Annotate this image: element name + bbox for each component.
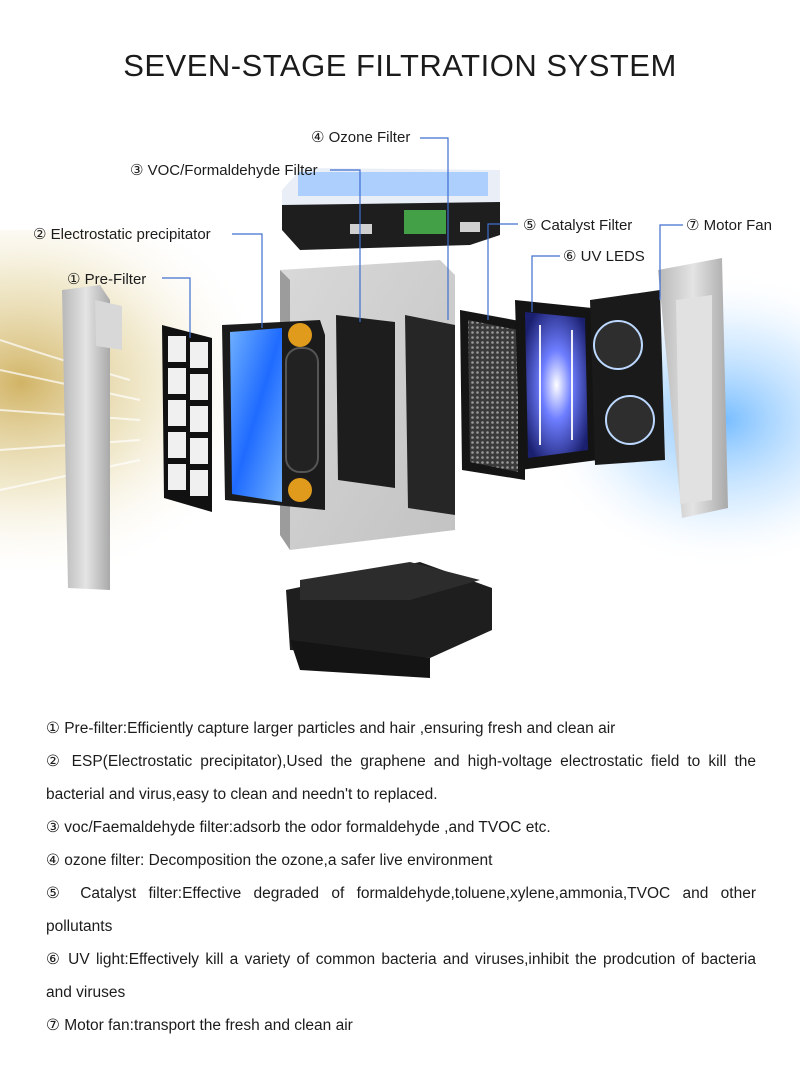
- esp-module: [222, 320, 325, 510]
- description-item: ③ voc/Faemaldehyde filter:adsorb the odo…: [46, 819, 551, 836]
- description-item: ④ ozone filter: Decomposition the ozone,…: [46, 852, 493, 869]
- catalyst-filter: [460, 310, 525, 480]
- description-list: ① Pre-filter:Efficiently capture larger …: [46, 712, 756, 1042]
- base-unit: [286, 562, 492, 678]
- description-item: ⑤ Catalyst filter:Effective degraded of …: [46, 885, 756, 935]
- description-item: ① Pre-filter:Efficiently capture larger …: [46, 720, 616, 737]
- description-item: ② ESP(Electrostatic precipitator),Used t…: [46, 753, 756, 803]
- filtration-exploded-diagram: [0, 137, 800, 678]
- description-item: ⑥ UV light:Effectively kill a variety of…: [46, 951, 756, 1001]
- label-catalyst-filter: ⑤ Catalyst Filter: [523, 217, 633, 234]
- voc-carbon-panel: [336, 315, 395, 488]
- pre-filter-grid: [162, 325, 212, 512]
- front-housing: [62, 285, 122, 590]
- label-uv-leds: ⑥ UV LEDS: [563, 248, 645, 265]
- motor-fan: [590, 290, 665, 465]
- description-item: ⑦ Motor fan:transport the fresh and clea…: [46, 1017, 353, 1034]
- leader-lines: [162, 137, 683, 338]
- ozone-panel: [405, 315, 455, 515]
- voc-filter-box: [282, 168, 500, 250]
- label-pre-filter: ① Pre-Filter: [67, 271, 147, 288]
- label-motor-fan: ⑦ Motor Fan: [686, 217, 772, 234]
- page-title: SEVEN-STAGE FILTRATION SYSTEM: [123, 48, 677, 83]
- label-esp: ② Electrostatic precipitator: [33, 226, 211, 243]
- label-ozone-filter: ④ Ozone Filter: [311, 129, 411, 146]
- label-voc-filter: ③ VOC/Formaldehyde Filter: [130, 162, 318, 179]
- uv-led-module: [515, 300, 598, 470]
- rear-housing: [658, 258, 728, 518]
